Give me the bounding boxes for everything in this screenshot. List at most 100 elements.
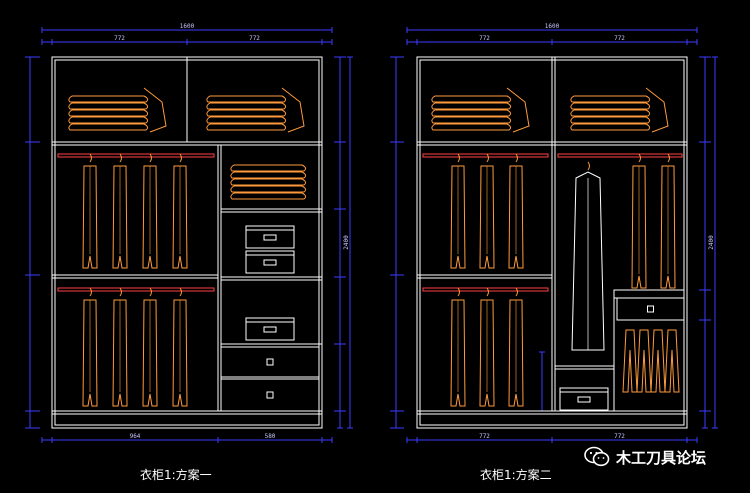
dim-top-right-2: 772 (614, 35, 625, 42)
hanger-hook (89, 153, 92, 163)
dim-right-total-1: 2400 (343, 235, 350, 250)
hanging-rod (422, 287, 549, 292)
drawer-knob (266, 358, 274, 366)
drawer-knob (266, 391, 274, 399)
box-outline (245, 225, 295, 249)
hanging-garment (660, 153, 676, 289)
hanging-trousers (636, 329, 652, 393)
hanging-trousers (650, 329, 666, 393)
folded-garment (570, 102, 651, 110)
wardrobe-plan-1 (51, 56, 323, 429)
drawer-knob (647, 305, 654, 313)
folded-garment (206, 109, 287, 117)
hanger-hook (149, 153, 152, 163)
garment-body (508, 165, 524, 269)
folded-garment (570, 95, 651, 103)
hanging-garment (631, 153, 647, 289)
hanger-hook (149, 287, 152, 297)
folded-garment (206, 116, 287, 124)
long-coat (571, 161, 605, 351)
box-outline (245, 250, 295, 274)
hanging-garment (172, 153, 188, 269)
garment-body (142, 165, 158, 269)
storage-box (245, 225, 295, 249)
garment-body (112, 299, 128, 407)
hanging-garment (479, 287, 495, 407)
folded-garment (230, 192, 307, 200)
drawer (220, 346, 320, 378)
dim-top-right-1: 772 (249, 35, 260, 42)
hanger-hook (486, 153, 489, 163)
folded-blanket (206, 87, 305, 133)
folded-clothes-stack (570, 95, 651, 131)
hanging-rod (557, 153, 683, 158)
dim-top-left-1: 772 (114, 35, 125, 42)
blanket-fold (645, 87, 669, 133)
watermark-text: 木工刀具论坛 (616, 448, 707, 467)
dim-total-width-2: 1600 (545, 23, 560, 30)
hanging-garment (450, 287, 466, 407)
box-handle (263, 234, 277, 241)
hanging-rod (57, 287, 215, 292)
hanging-garment (508, 287, 524, 407)
folded-garment (230, 185, 307, 193)
dim-bottom-right-2: 772 (614, 433, 625, 440)
dim-top-left-2: 772 (479, 35, 490, 42)
folded-garment (230, 171, 307, 179)
hanger-hook (119, 153, 122, 163)
drawer (220, 378, 320, 412)
garment-body (660, 165, 676, 289)
hanging-garment (82, 287, 98, 407)
garment-body (450, 299, 466, 407)
garment-body (479, 299, 495, 407)
folded-garment (68, 109, 149, 117)
hanging-garment (142, 287, 158, 407)
trousers-body (622, 329, 638, 393)
folded-garment (431, 123, 512, 131)
folded-garment (570, 123, 651, 131)
trousers-body (636, 329, 652, 393)
caption-plan-1: 衣柜1:方案一 (140, 468, 212, 482)
folded-blanket (431, 87, 530, 133)
hanging-garment (112, 287, 128, 407)
garment-body (450, 165, 466, 269)
folded-garment (230, 164, 307, 172)
dim-right-total-2: 2400 (708, 235, 715, 250)
wardrobe-plan-2 (416, 56, 688, 429)
hanger-hook (89, 287, 92, 297)
folded-clothes-stack (431, 95, 512, 131)
folded-garment (206, 95, 287, 103)
dim-bottom-right-1: 580 (265, 433, 276, 440)
folded-garment (431, 109, 512, 117)
folded-garment (68, 95, 149, 103)
drawer-front (220, 346, 320, 378)
folded-garment (68, 123, 149, 131)
garment-body (142, 299, 158, 407)
storage-box (245, 317, 295, 341)
drawer (616, 297, 685, 321)
hanger-hook (457, 287, 460, 297)
hanging-rod (422, 153, 549, 158)
folded-clothes-stack (68, 95, 149, 131)
garment-body (508, 299, 524, 407)
garment-body (172, 165, 188, 269)
coat-body (571, 171, 605, 351)
folded-garment (431, 102, 512, 110)
hanging-garment (508, 153, 524, 269)
blanket-fold (143, 87, 167, 133)
folded-garment (206, 123, 287, 131)
hanging-trousers (664, 329, 680, 393)
storage-box (245, 250, 295, 274)
folded-blanket (570, 87, 669, 133)
trousers-body (650, 329, 666, 393)
garment-body (112, 165, 128, 269)
dim-bottom-left-1: 964 (130, 433, 141, 440)
folded-garment (431, 95, 512, 103)
folded-garment (68, 116, 149, 124)
garment-body (479, 165, 495, 269)
folded-garment (570, 109, 651, 117)
box-outline (245, 317, 295, 341)
folded-garment (570, 116, 651, 124)
trousers-rack (613, 289, 685, 299)
